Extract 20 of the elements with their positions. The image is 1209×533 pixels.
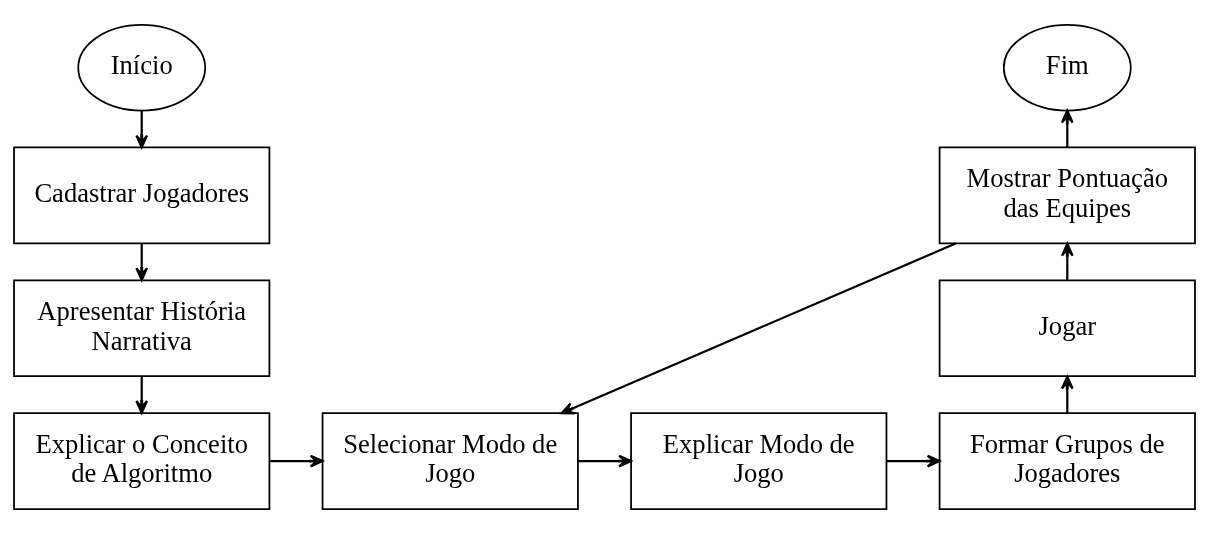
arrow: [886, 454, 941, 468]
arrow: [269, 454, 324, 468]
arrow: [1060, 375, 1074, 413]
node-box: Jogar: [938, 278, 1196, 377]
node-box: Apresentar História Narrativa: [13, 278, 271, 377]
node-ellipse: Fim: [1002, 23, 1132, 111]
arrow: [135, 376, 149, 414]
node-box: Mostrar Pontuação das Equipes: [938, 146, 1196, 244]
node-box: Explicar o Conceito de Algoritmo: [13, 411, 271, 510]
node-box: Selecionar Modo de Jogo: [321, 411, 579, 510]
arrow: [560, 242, 956, 414]
arrow: [135, 110, 149, 148]
node-box: Formar Grupos de Jogadores: [938, 411, 1196, 510]
node-box: Cadastrar Jogadores: [13, 146, 271, 244]
node-ellipse: Início: [77, 23, 207, 111]
node-box: Explicar Modo de Jogo: [630, 411, 888, 510]
arrow: [1060, 109, 1074, 147]
arrow: [1060, 242, 1074, 280]
arrow: [135, 243, 149, 281]
arrow: [578, 454, 633, 468]
